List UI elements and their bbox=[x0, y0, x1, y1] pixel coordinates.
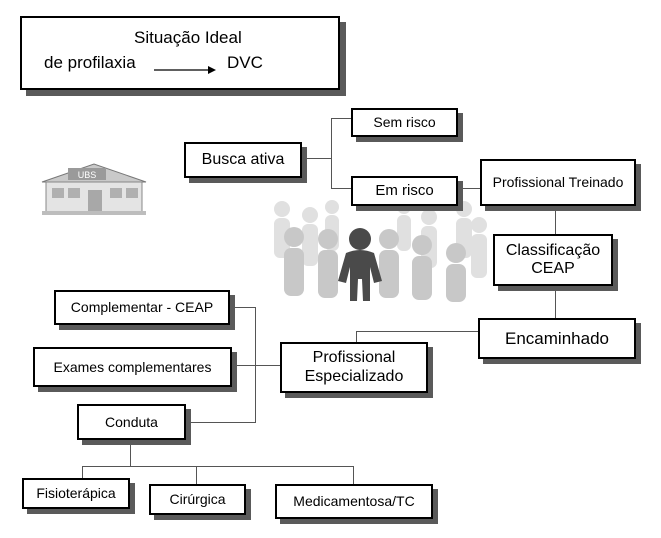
title-line2-left: de profilaxia bbox=[44, 53, 136, 72]
title-line2-right: DVC bbox=[227, 53, 263, 72]
fisioterapica-box: Fisioterápica bbox=[22, 478, 130, 509]
connector bbox=[356, 331, 357, 343]
title-line1: Situação Ideal bbox=[134, 28, 242, 47]
em-risco-box: Em risco bbox=[351, 176, 458, 206]
encaminhado-box: Encaminhado bbox=[478, 318, 636, 359]
connector bbox=[232, 365, 280, 366]
profissional-treinado-label: Profissional Treinado bbox=[492, 174, 624, 191]
cirurgica-box: Cirúrgica bbox=[149, 484, 246, 515]
conduta-label: Conduta bbox=[105, 413, 158, 430]
connector bbox=[130, 440, 131, 466]
profissional-treinado-box: Profissional Treinado bbox=[480, 159, 636, 206]
encaminhado-label: Encaminhado bbox=[505, 328, 609, 348]
connector bbox=[331, 118, 332, 189]
person-at-risk-figure bbox=[338, 228, 382, 301]
sem-risco-label: Sem risco bbox=[373, 114, 436, 131]
conduta-box: Conduta bbox=[77, 404, 186, 440]
connector bbox=[458, 188, 480, 189]
classificacao-ceap-box: Classificação CEAP bbox=[493, 234, 613, 286]
busca-ativa-box: Busca ativa bbox=[184, 142, 302, 178]
fisioterapica-label: Fisioterápica bbox=[36, 485, 116, 502]
connector bbox=[82, 466, 354, 467]
classificacao-ceap-label: Classificação CEAP bbox=[505, 241, 601, 277]
profissional-especializado-box: Profissional Especializado bbox=[280, 342, 428, 393]
title-box: Situação Ideal de profilaxia DVC bbox=[20, 16, 340, 90]
ubs-building-icon: UBS bbox=[41, 163, 147, 215]
connector bbox=[331, 188, 351, 189]
connector bbox=[331, 118, 351, 119]
busca-ativa-label: Busca ativa bbox=[201, 150, 285, 168]
profissional-especializado-label: Profissional Especializado bbox=[304, 349, 404, 385]
connector bbox=[186, 422, 256, 423]
exames-complementares-box: Exames complementares bbox=[33, 347, 232, 387]
connector bbox=[356, 331, 478, 332]
connector bbox=[196, 466, 197, 484]
people-crowd-illustration bbox=[274, 200, 487, 302]
cirurgica-label: Cirúrgica bbox=[169, 491, 226, 508]
medicamentosa-label: Medicamentosa/TC bbox=[293, 493, 415, 510]
connector bbox=[555, 285, 556, 320]
connector bbox=[302, 158, 332, 159]
complementar-ceap-label: Complementar - CEAP bbox=[70, 299, 214, 316]
exames-complementares-label: Exames complementares bbox=[53, 358, 212, 375]
connector bbox=[555, 205, 556, 235]
arrow-right-icon bbox=[154, 66, 216, 74]
complementar-ceap-box: Complementar - CEAP bbox=[54, 290, 230, 325]
connector bbox=[353, 466, 354, 484]
connector bbox=[230, 307, 256, 308]
medicamentosa-box: Medicamentosa/TC bbox=[275, 484, 433, 519]
sem-risco-box: Sem risco bbox=[351, 108, 458, 137]
ubs-sign: UBS bbox=[78, 170, 97, 180]
connector bbox=[82, 466, 83, 480]
em-risco-label: Em risco bbox=[375, 182, 434, 200]
